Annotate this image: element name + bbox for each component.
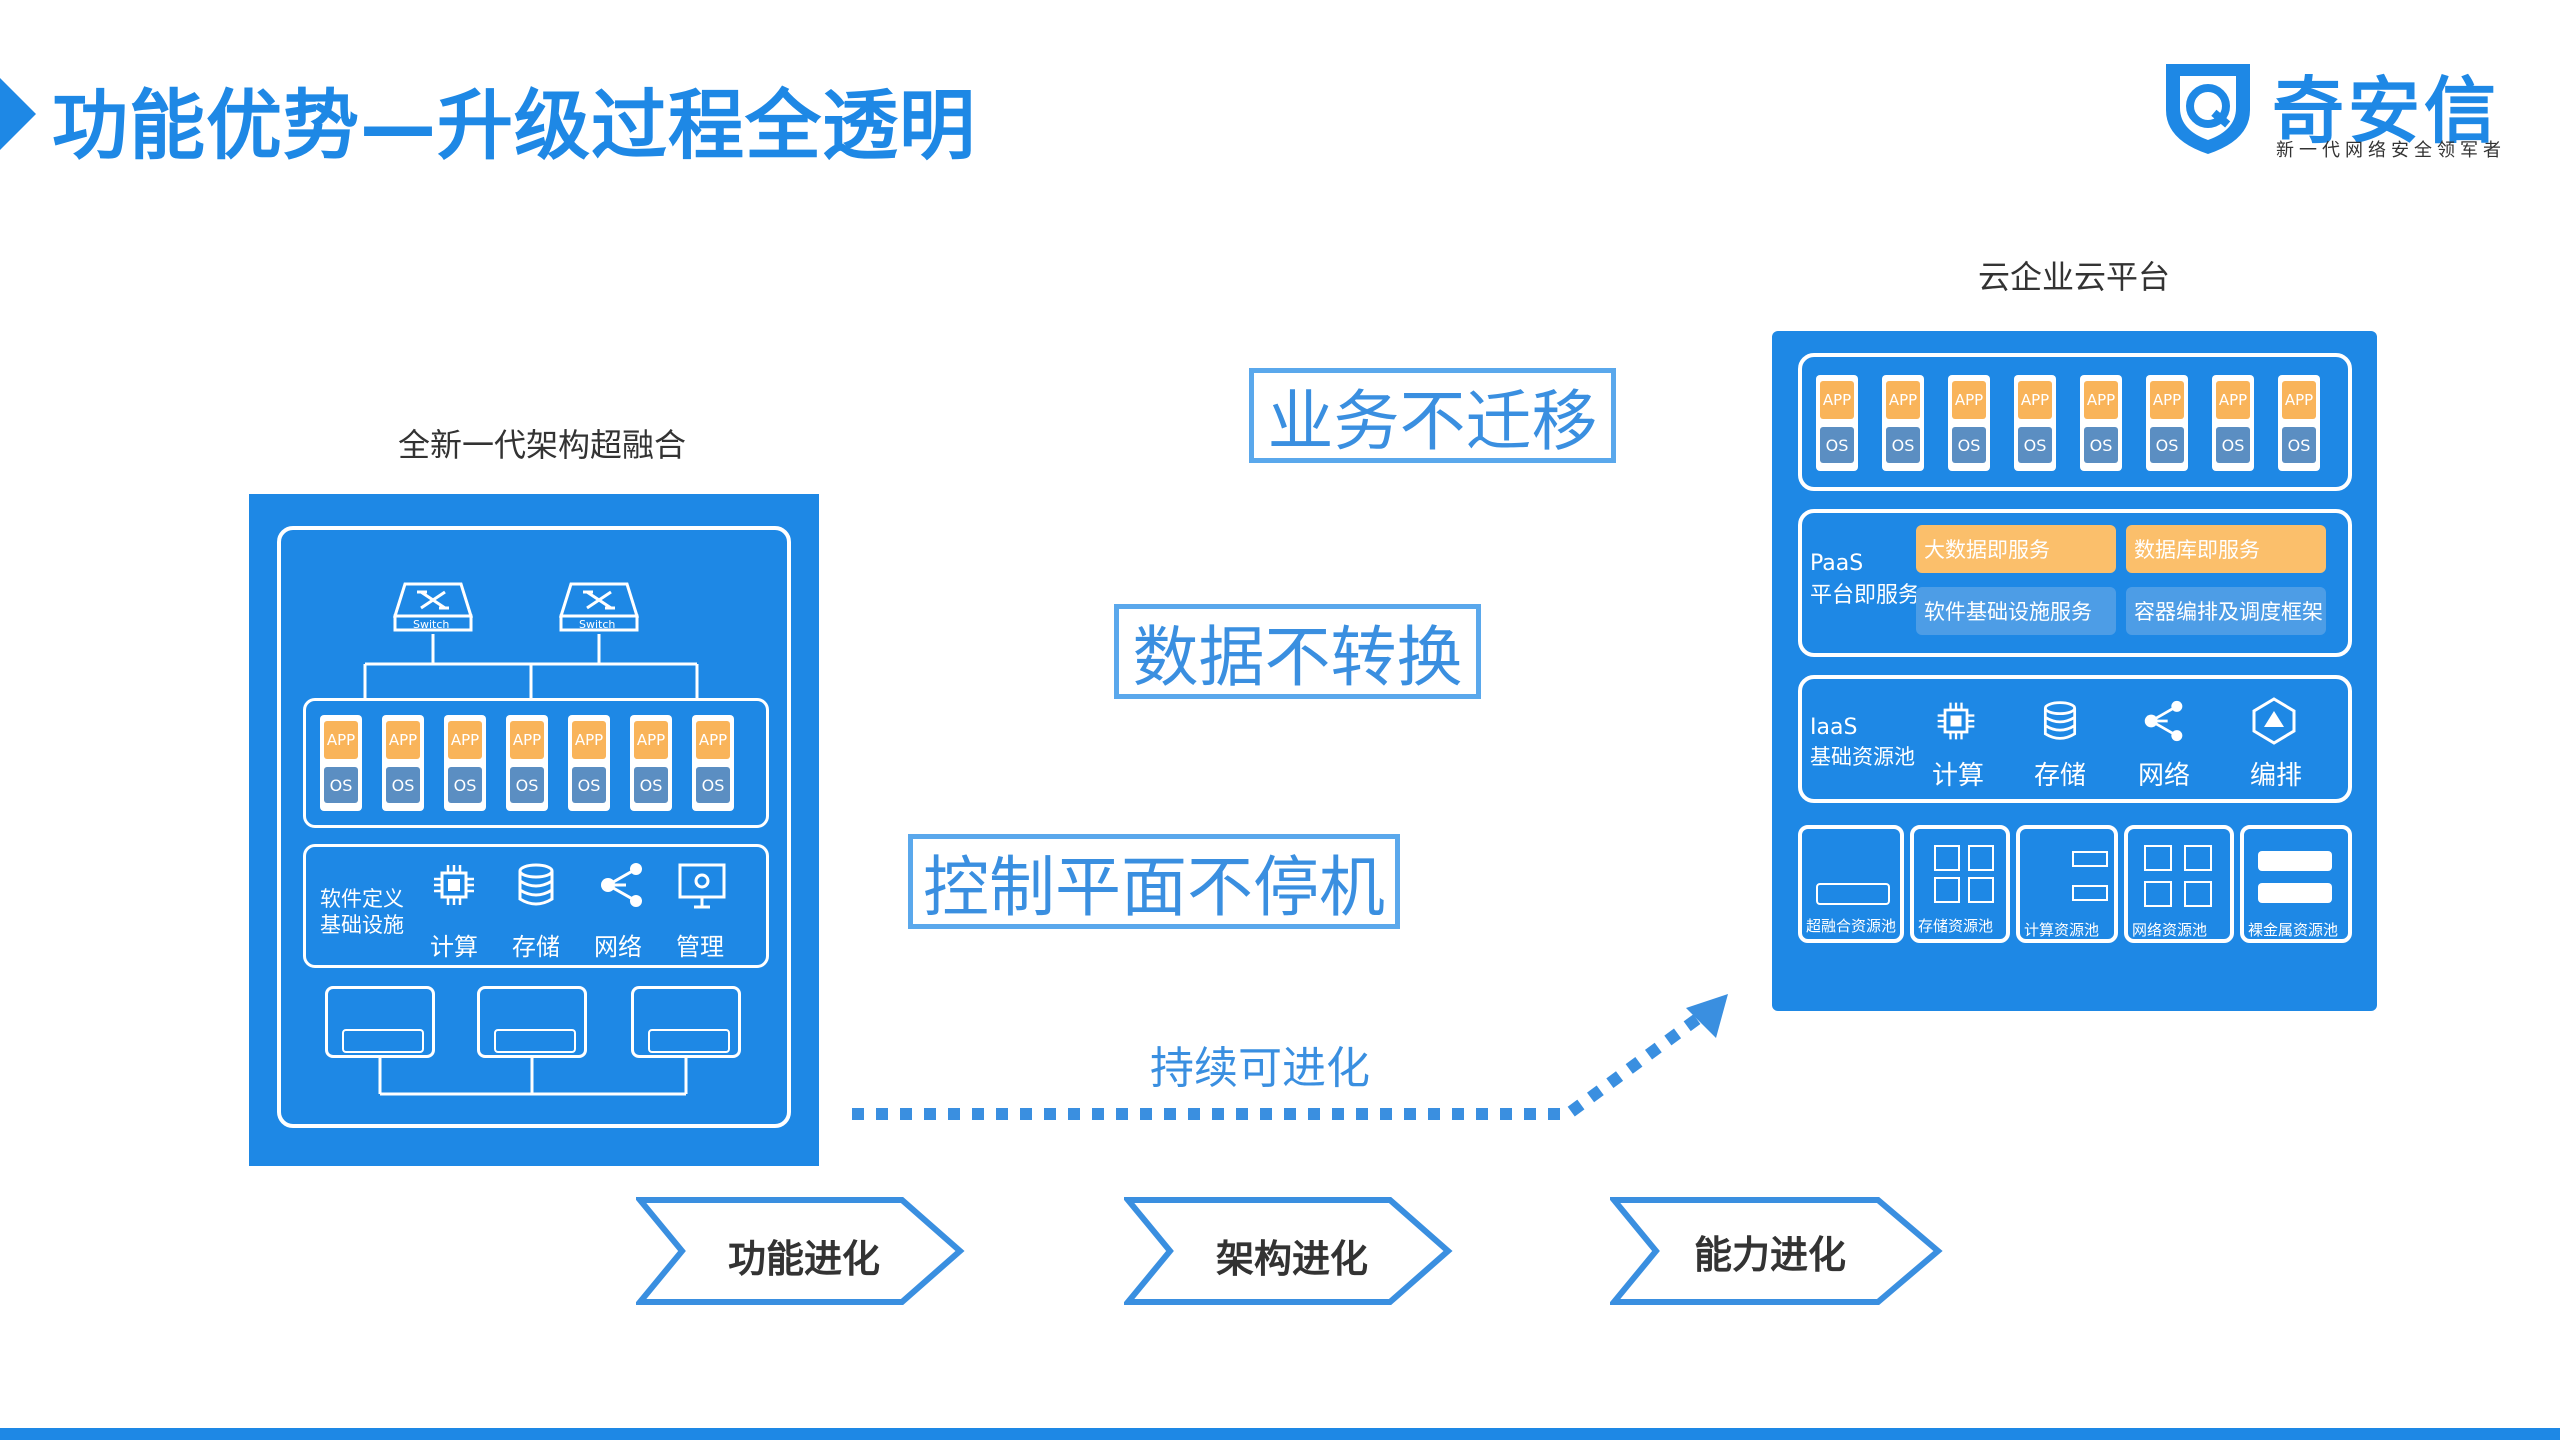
cpu-icon <box>1937 702 1975 740</box>
cpu-icon <box>434 865 474 905</box>
iaas-icon-label-compute: 计算 <box>1932 761 1985 791</box>
orchestration-icon <box>2252 697 2296 745</box>
iaas-icon-label-orchestration: 编排 <box>2250 761 2303 791</box>
sds-label-line-1: 软件定义 <box>320 887 404 911</box>
database-icon <box>518 863 554 906</box>
iaas-layer: IaaS 基础资源池 计算 存储 网络 编排 <box>1798 675 2352 803</box>
monitor-gear-icon <box>678 863 726 909</box>
service-big-data: 大数据即服务 <box>1916 525 2116 573</box>
logo-name: 奇安信 <box>2272 69 2501 153</box>
software-defined-infrastructure: 软件定义 基础设施 计算 存储 网络 管 <box>303 844 769 968</box>
title-arrow-icon <box>0 78 36 150</box>
feature-no-migration: 业务不迁移 <box>1249 368 1616 463</box>
iaas-icon-label-storage: 存储 <box>2034 761 2087 791</box>
feature-no-downtime: 控制平面不停机 <box>908 834 1400 929</box>
switch-icon <box>558 582 640 632</box>
server-node-icon <box>325 986 435 1058</box>
network-share-icon <box>601 863 642 907</box>
pool-network: 网络资源池 <box>2124 825 2234 943</box>
pool-bare-metal: 裸金属资源池 <box>2240 825 2352 943</box>
icon-label-compute: 计算 <box>430 933 478 961</box>
service-container-orchestration: 容器编排及调度框架 <box>2126 587 2326 635</box>
chevron-step-function <box>636 1197 965 1305</box>
chevron-step-architecture <box>1124 1197 1453 1305</box>
iaas-icon-label-network: 网络 <box>2138 761 2191 791</box>
server-connector-lines <box>378 1058 688 1096</box>
switch-label: Switch <box>413 618 450 631</box>
server-node-icon <box>631 986 741 1058</box>
icon-label-network: 网络 <box>594 933 642 961</box>
iaas-subtitle: 基础资源池 <box>1810 745 1915 769</box>
switch-label: Switch <box>579 618 616 631</box>
right-diagram-caption: 云企业云平台 <box>1978 258 2171 296</box>
sds-label-line-2: 基础设施 <box>320 913 404 937</box>
bottom-accent-bar <box>0 1428 2560 1440</box>
step-capability-evolution: 能力进化 <box>1694 1233 1847 1277</box>
paas-layer: PaaS 平台即服务 大数据即服务 数据库即服务 软件基础设施服务 容器编排及调… <box>1798 509 2352 657</box>
step-function-evolution: 功能进化 <box>728 1237 881 1281</box>
left-diagram-caption: 全新一代架构超融合 <box>398 426 687 464</box>
shield-logo-icon <box>2166 64 2250 154</box>
pool-hci: 超融合资源池 <box>1798 825 1904 943</box>
paas-title: PaaS <box>1810 551 1864 576</box>
database-icon <box>2043 701 2077 740</box>
switch-icon <box>392 582 474 632</box>
icon-label-manage: 管理 <box>676 933 724 961</box>
step-architecture-evolution: 架构进化 <box>1216 1237 1369 1281</box>
logo-slogan: 新一代网络安全领军者 <box>2276 140 2506 161</box>
network-share-icon <box>2144 700 2183 742</box>
paas-subtitle: 平台即服务 <box>1810 583 1921 608</box>
server-node-icon <box>477 986 587 1058</box>
switch-connector-lines <box>363 634 699 700</box>
evolve-label: 持续可进化 <box>1150 1043 1370 1094</box>
iaas-title: IaaS <box>1810 715 1858 740</box>
service-database: 数据库即服务 <box>2126 525 2326 573</box>
page-title: 功能优势—升级过程全透明 <box>52 81 976 170</box>
pool-storage: 存储资源池 <box>1910 825 2010 943</box>
icon-label-storage: 存储 <box>512 933 560 961</box>
chevron-step-capability <box>1610 1197 1943 1305</box>
pool-compute: 计算资源池 <box>2016 825 2118 943</box>
feature-no-data-conversion: 数据不转换 <box>1114 604 1481 699</box>
service-software-infra: 软件基础设施服务 <box>1916 587 2116 635</box>
dotted-evolution-arrow <box>852 994 1728 1120</box>
